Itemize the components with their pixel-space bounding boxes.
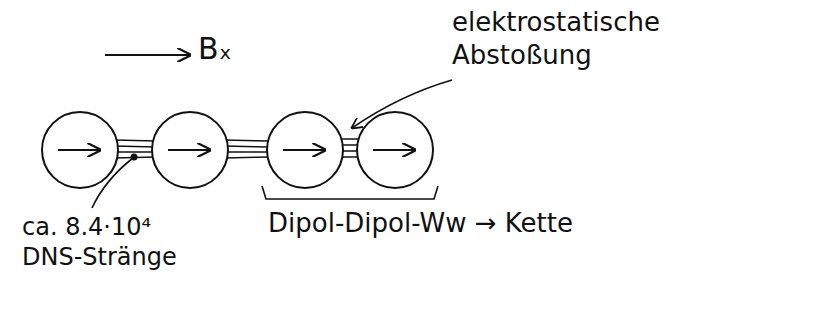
dna-strand xyxy=(114,146,156,147)
annotation-text: elektrostatische Abstoßung xyxy=(452,6,752,71)
dipole-arrow xyxy=(168,149,210,151)
pair-bracket xyxy=(262,186,438,199)
magnetic-bead xyxy=(357,112,433,188)
dna-strand xyxy=(224,146,271,147)
dipole-arrows xyxy=(58,149,415,151)
dna-strand xyxy=(114,151,156,153)
leader-line xyxy=(352,80,452,128)
dna-strand xyxy=(114,140,156,141)
dipole-arrow xyxy=(58,149,100,151)
leader-dot xyxy=(131,154,138,161)
dna-strand xyxy=(224,157,271,158)
magnetic-bead xyxy=(42,112,118,188)
leader-line xyxy=(92,158,133,208)
dipole-arrow xyxy=(373,149,415,151)
magnetic-bead xyxy=(152,112,228,188)
annotation-text: Dipol-Dipol-Ww → Kette xyxy=(268,207,573,240)
magnetic-bead xyxy=(267,112,343,188)
field-symbol: Bₓ xyxy=(198,30,232,68)
dna-strand xyxy=(224,151,271,153)
dipole-arrow xyxy=(283,149,325,151)
magnetic-beads xyxy=(42,112,433,188)
dna-strand xyxy=(224,140,271,141)
field-arrow xyxy=(105,54,190,56)
annotation-text: ca. 8.4·10⁴ DNS-Stränge xyxy=(22,212,197,272)
